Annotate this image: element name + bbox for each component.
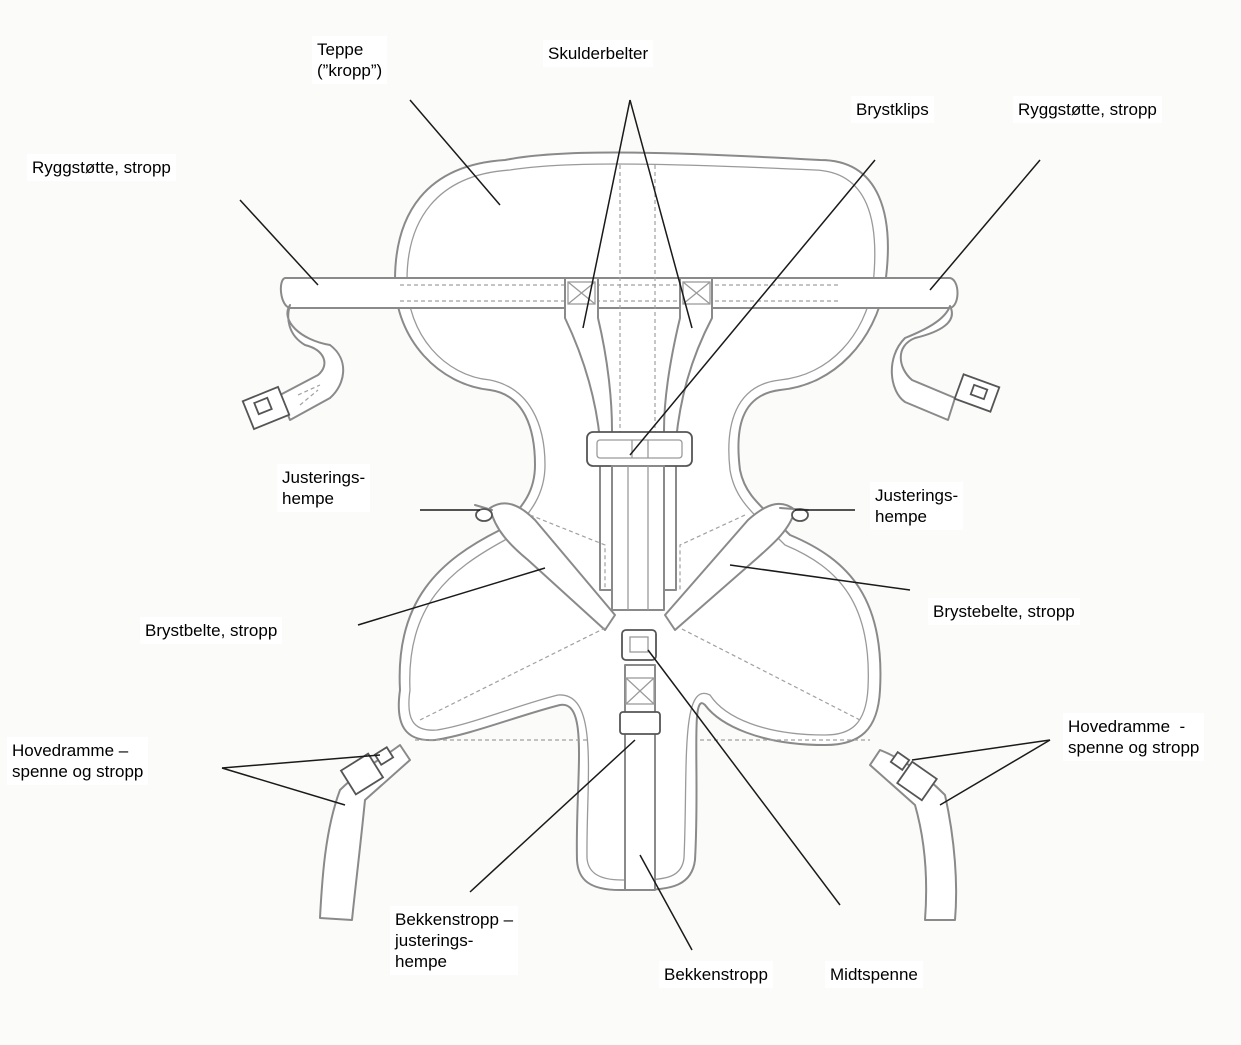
label-ryggstotte-right: Ryggstøtte, stropp (1013, 96, 1162, 123)
label-bekkenstropp: Bekkenstropp (659, 961, 773, 988)
label-skulderbelter: Skulderbelter (543, 40, 653, 67)
label-brystklips: Brystklips (851, 96, 934, 123)
label-justering-left: Justerings- hempe (277, 464, 370, 512)
right-back-strap (892, 306, 955, 420)
label-midtspenne: Midtspenne (825, 961, 923, 988)
label-hovedramme-right: Hovedramme - spenne og stropp (1063, 713, 1204, 761)
chest-clip (587, 432, 692, 466)
label-bekkenstropp-justering: Bekkenstropp – justerings- hempe (390, 906, 518, 975)
label-ryggstotte-left: Ryggstøtte, stropp (27, 154, 176, 181)
label-brystbelte-left: Brystbelte, stropp (140, 617, 282, 644)
label-hovedramme-left: Hovedramme – spenne og stropp (7, 737, 148, 785)
left-back-strap (280, 305, 343, 420)
label-justering-right: Justerings- hempe (870, 482, 963, 530)
back-support-strap (281, 278, 958, 308)
label-brystebelte-right: Brystebelte, stropp (928, 598, 1080, 625)
pelvic-adjust-loop (620, 712, 660, 734)
label-teppe: Teppe (”kropp”) (312, 36, 387, 84)
middle-buckle (622, 630, 656, 660)
